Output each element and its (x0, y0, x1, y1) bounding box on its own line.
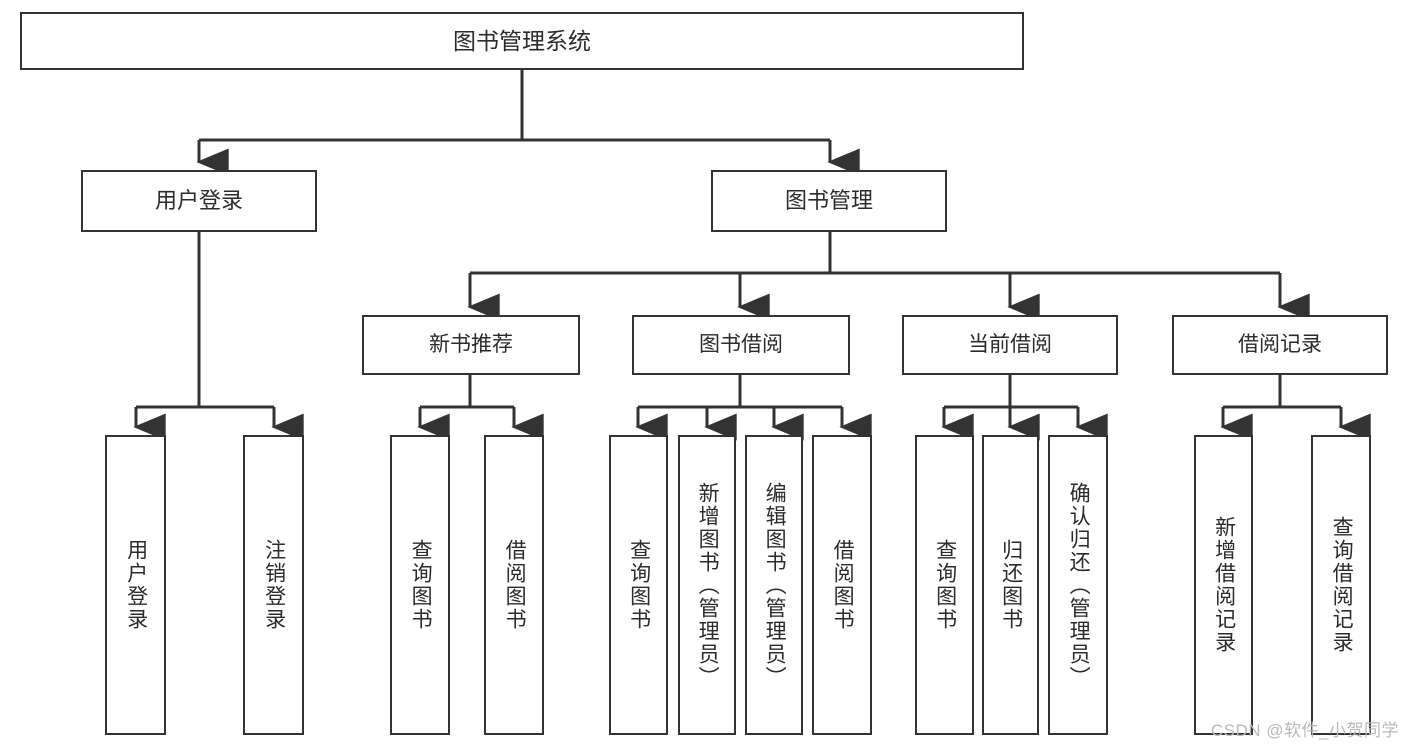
leaf-node-label: 确认归还（管理员） (1067, 481, 1091, 689)
leaf-node[interactable]: 查询图书 (609, 435, 668, 735)
leaf-node[interactable]: 查询图书 (390, 435, 450, 735)
node-current-borrowing[interactable]: 当前借阅 (902, 315, 1118, 375)
leaf-node-label: 借阅图书 (831, 539, 855, 631)
leaf-node-label: 用户登录 (124, 539, 148, 631)
leaf-node-label: 查询借阅记录 (1330, 516, 1354, 654)
leaf-node[interactable]: 借阅图书 (812, 435, 872, 735)
leaf-node-label: 新增图书（管理员） (696, 481, 720, 689)
csdn-watermark: CSDN @软件_小贺同学 (1210, 721, 1399, 740)
leaf-node[interactable]: 注销登录 (243, 435, 304, 735)
node-user-login[interactable]: 用户登录 (81, 170, 317, 232)
node-borrowing-records[interactable]: 借阅记录 (1172, 315, 1388, 375)
node-root-system[interactable]: 图书管理系统 (20, 12, 1024, 70)
leaf-node[interactable]: 确认归还（管理员） (1048, 435, 1108, 735)
leaf-node-label: 查询图书 (933, 539, 957, 631)
node-new-book-recommendation[interactable]: 新书推荐 (362, 315, 580, 375)
leaf-node-label: 借阅图书 (503, 539, 527, 631)
leaf-node[interactable]: 用户登录 (105, 435, 166, 735)
leaf-node-label: 编辑图书（管理员） (763, 481, 787, 689)
leaf-node-label: 查询图书 (627, 539, 651, 631)
leaf-node[interactable]: 归还图书 (982, 435, 1039, 735)
leaf-node-label: 查询图书 (409, 539, 433, 631)
leaf-node-label: 归还图书 (999, 539, 1023, 631)
leaf-node[interactable]: 查询借阅记录 (1311, 435, 1371, 735)
leaf-node-label: 新增借阅记录 (1212, 516, 1236, 654)
leaf-node[interactable]: 查询图书 (915, 435, 974, 735)
leaf-node-label: 注销登录 (262, 539, 286, 631)
leaf-node[interactable]: 新增借阅记录 (1194, 435, 1253, 735)
leaf-node[interactable]: 新增图书（管理员） (678, 435, 736, 735)
node-book-management[interactable]: 图书管理 (711, 170, 947, 232)
node-book-borrowing[interactable]: 图书借阅 (632, 315, 850, 375)
leaf-node[interactable]: 编辑图书（管理员） (745, 435, 803, 735)
leaf-node[interactable]: 借阅图书 (484, 435, 544, 735)
